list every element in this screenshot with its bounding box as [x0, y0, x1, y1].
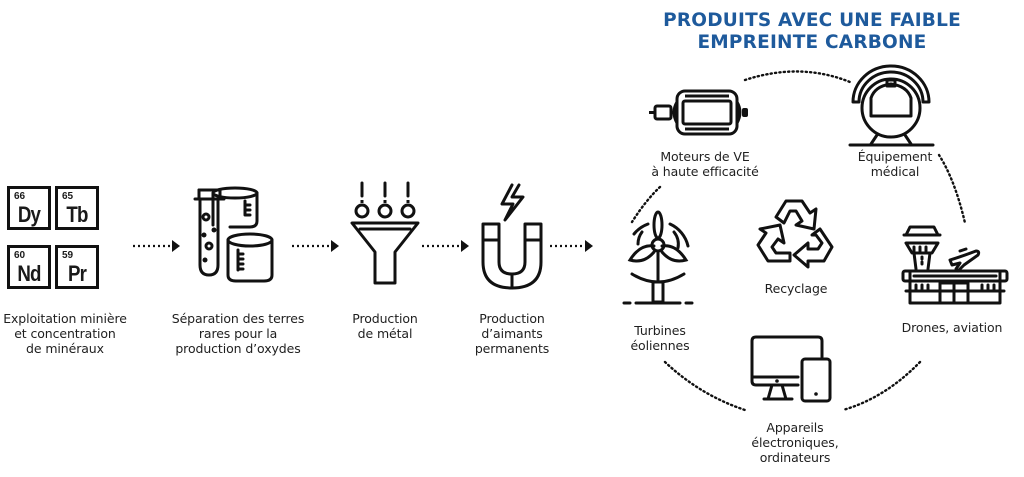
step-label: Production de métal [352, 311, 418, 341]
step-label: Production d’aimants permanents [474, 311, 550, 356]
center-label: Recyclage [764, 281, 828, 296]
arrow-head [585, 240, 593, 252]
element-symbol: Tb [66, 202, 88, 227]
product-label: Appareils électroniques, ordinateurs [751, 420, 839, 465]
step-label: Séparation des terres rares pour la prod… [171, 311, 305, 356]
product-label: Équipement médical [857, 149, 933, 179]
element-number: 60 [14, 250, 26, 261]
computer-devices-icon [750, 335, 832, 403]
step-label: Exploitation minière et concentration de… [3, 311, 127, 356]
element-symbol: Nd [17, 261, 41, 286]
ev-motor-icon [649, 89, 748, 136]
airport-icon [901, 225, 1009, 305]
arrow-head [331, 240, 339, 252]
element-tile: 59 Pr [55, 245, 99, 289]
product-label: Moteurs de VE à haute efficacité [651, 149, 759, 179]
element-tile: 66 Dy [7, 186, 51, 230]
element-symbol: Dy [17, 202, 41, 227]
recycle-icon [756, 199, 834, 269]
funnel-icon [350, 181, 420, 285]
element-number: 65 [62, 191, 74, 202]
mri-scanner-icon [848, 64, 935, 147]
arrow-head [172, 240, 180, 252]
magnet-icon [481, 183, 543, 290]
element-tile: 60 Nd [7, 245, 51, 289]
arrow-head [461, 240, 469, 252]
product-label: Turbines éoliennes [630, 323, 690, 353]
section-title: PRODUITS AVEC UNE FAIBLE EMPREINTE CARBO… [663, 10, 961, 53]
element-number: 66 [14, 191, 26, 202]
element-symbol: Pr [67, 261, 87, 286]
product-label: Drones, aviation [901, 320, 1003, 335]
element-tile: 65 Tb [55, 186, 99, 230]
wind-turbine-icon [622, 210, 694, 305]
lab-beakers-icon [193, 186, 274, 283]
element-number: 59 [62, 250, 74, 261]
